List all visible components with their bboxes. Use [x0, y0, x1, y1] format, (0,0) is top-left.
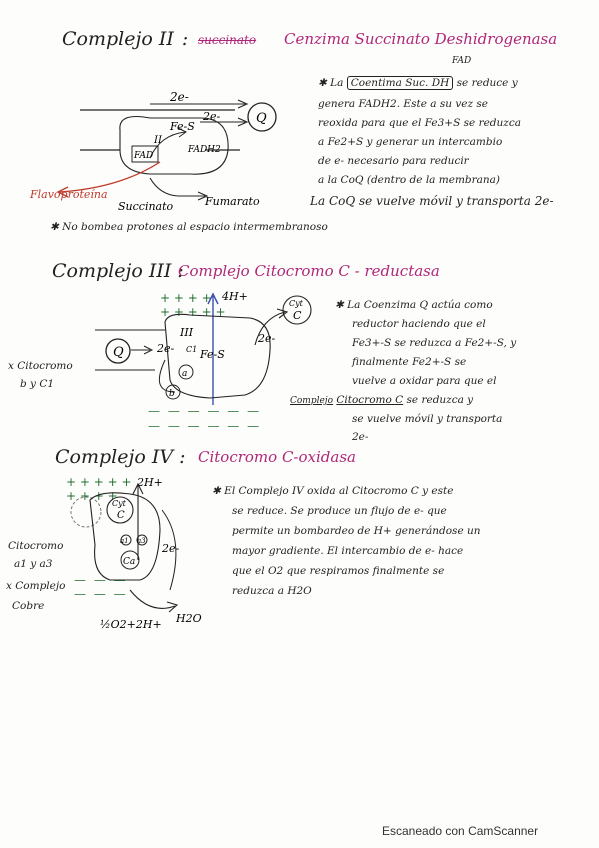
- svg-text:— — —: — — —: [74, 587, 128, 601]
- c4-a3: a3: [137, 537, 146, 545]
- complex3-note-line6: Complejo Citocromo C se reduzca y: [290, 394, 474, 406]
- complex2-subtitle: Cenzima Succinato Deshidrogenasa: [284, 30, 558, 48]
- c3-c: C: [293, 309, 302, 322]
- svg-text:— — — — — —: — — — — — —: [148, 404, 261, 418]
- complex3-note-line5: vuelve a oxidar para que el: [352, 375, 497, 387]
- complex4-side-label2: a1 y a3: [14, 558, 53, 570]
- c3-e-left: 2e-: [156, 342, 175, 355]
- c2-e-mid: 2e-: [202, 110, 221, 123]
- complex3-note-line2: reductor haciendo que el: [352, 318, 486, 330]
- c3-plus-row2: + + + + +: [160, 305, 226, 319]
- c3-protons: 4H+: [221, 290, 248, 303]
- c4-ca: Ca: [123, 557, 135, 567]
- complex4-note-line3: permite un bombardeo de H+ generándose u…: [232, 525, 481, 537]
- complex2-boxed-term: Coentima Suc. DH: [346, 76, 454, 90]
- bullet-icon: ✱: [335, 299, 344, 311]
- c4-cyt: Cyt: [112, 499, 127, 508]
- bullet-icon: ✱: [50, 221, 59, 233]
- c4-protons: 2H+: [136, 476, 163, 489]
- c2-roman: II: [153, 135, 163, 146]
- complex4-subtitle: Citocromo C-oxidasa: [198, 448, 356, 466]
- complex2-note-line3: reoxida para que el Fe3+S se reduzca: [318, 117, 521, 129]
- c2-e-top: 2e-: [169, 90, 189, 104]
- complex4-side-label4: Cobre: [12, 600, 45, 612]
- complex2-fad-label: FAD: [452, 56, 472, 66]
- c2-fad: FAD: [133, 151, 153, 161]
- complex2-heading: Complejo II:: [62, 28, 189, 50]
- complex3-heading: Complejo III:: [52, 260, 184, 282]
- complex3-note-line3: Fe3+-S se reduzca a Fe2+-S, y: [352, 337, 517, 349]
- c2-fes: Fe-S: [169, 120, 195, 133]
- complex2-note-line1: ✱ La Coentima Suc. DH se reduce y: [318, 76, 518, 90]
- c3-plus-row1: + + + +: [160, 291, 212, 305]
- complex2-note-line2: genera FADH2. Este a su vez se: [318, 98, 488, 110]
- c4-e: 2e-: [161, 542, 180, 555]
- c2-succ: Succinato: [118, 200, 174, 213]
- bullet-icon: ✱: [318, 77, 327, 89]
- complex3-note-line7: se vuelve móvil y transporta: [352, 413, 503, 425]
- c3-c1: C1: [186, 345, 197, 354]
- complex4-note-line5: que el O2 que respiramos finalmente se: [232, 565, 445, 577]
- c4-a1: a1: [120, 537, 129, 545]
- c3-fe: Fe-S: [199, 348, 225, 361]
- complex2-note-line4: a Fe2+S y generar un intercambio: [318, 136, 503, 148]
- complex2-note-line5: de e- necesario para reducir: [318, 155, 469, 167]
- scanner-watermark: Escaneado con CamScanner: [382, 824, 539, 838]
- svg-text:— — — — — —: — — — — — —: [148, 419, 261, 433]
- c3-roman: III: [179, 326, 194, 339]
- complex4-side-label1: Citocromo: [8, 540, 64, 552]
- c3-a: a: [182, 369, 187, 379]
- complex3-subtitle: Complejo Citocromo C - reductasa: [178, 262, 440, 280]
- complex4-note-line1: ✱ El Complejo IV oxida al Citocromo C y …: [212, 485, 454, 497]
- c3-b: b: [169, 389, 175, 399]
- c3-e-right: 2e-: [257, 332, 276, 345]
- c4-c: C: [117, 510, 125, 521]
- c2-fum: Fumarato: [204, 195, 260, 208]
- c2-q: Q: [256, 111, 267, 126]
- complex4-note-line4: mayor gradiente. El intercambio de e- ha…: [232, 545, 464, 557]
- complex3-side-label2: b y C1: [20, 378, 55, 390]
- c3-cyt: Cyt: [289, 299, 304, 308]
- c4-product: H2O: [175, 612, 202, 625]
- complex4-note-line6: reduzca a H2O: [232, 585, 312, 597]
- complex3-side-label1: x Citocromo: [8, 360, 73, 372]
- c4-plus-row1: + + + + +: [66, 475, 132, 489]
- svg-text:— — —: — — —: [74, 573, 128, 587]
- c2-fadh2: FADH2: [187, 145, 221, 155]
- c4-plus-row2: + + + +: [66, 489, 118, 503]
- c2-flavo: Flavoproteína: [29, 188, 108, 201]
- complex4-heading: Complejo IV:: [55, 446, 186, 468]
- complex3-note-line8: 2e-: [352, 431, 369, 443]
- complex2-bullet-protons: ✱ No bombea protones al espacio intermem…: [50, 221, 328, 233]
- bullet-icon: ✱: [212, 485, 221, 497]
- complex2-note-line7: La CoQ se vuelve móvil y transporta 2e-: [310, 194, 554, 208]
- c3-q: Q: [113, 345, 124, 360]
- c4-reaction: ½O2+2H+: [100, 618, 162, 631]
- complex4-note-line2: se reduce. Se produce un flujo de e- que: [232, 505, 447, 517]
- complex2-note-line6: a la CoQ (dentro de la membrana): [318, 174, 501, 186]
- complex3-note-line4: finalmente Fe2+-S se: [352, 356, 467, 368]
- complex4-side-label3: x Complejo: [6, 580, 66, 592]
- complex3-note-line1: ✱ La Coenzima Q actúa como: [335, 299, 493, 311]
- complex2-crossed-word: succinato: [198, 33, 257, 47]
